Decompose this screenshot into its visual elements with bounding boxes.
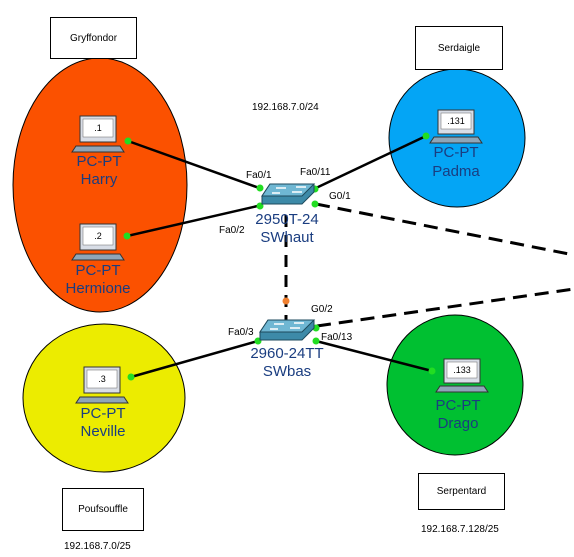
device-name-label: Padma (432, 163, 480, 180)
switch-icon[interactable] (259, 319, 316, 341)
port-label: Fa0/2 (219, 225, 245, 236)
pc-screen-label: .3 (98, 374, 106, 384)
switch-icon[interactable] (261, 183, 316, 205)
link-dot-orange (282, 297, 290, 305)
link-dot (428, 367, 436, 375)
pc-screen-label: .2 (94, 231, 102, 241)
link-swhaut-wan[interactable] (315, 202, 574, 257)
link-dot (312, 337, 320, 345)
device-name-label: Harry (81, 171, 118, 188)
switch-name-label: SWbas (263, 363, 311, 380)
port-label: Fa0/11 (300, 167, 331, 178)
link-dot (123, 232, 131, 240)
device-type-label: PC-PT (81, 405, 126, 422)
port-label: G0/2 (311, 304, 333, 315)
pc-screen-label: .133 (453, 365, 471, 375)
device-type-label: PC-PT (76, 262, 121, 279)
note-serpentard: Serpentard (418, 473, 505, 510)
port-label: Fa0/3 (228, 327, 254, 338)
zone-serpentard (386, 314, 524, 456)
pc-icon[interactable]: .3 (75, 366, 129, 404)
subnet-label: 192.168.7.0/25 (64, 541, 131, 552)
device-type-label: PC-PT (77, 153, 122, 170)
link-hermione-swhaut[interactable] (126, 203, 263, 238)
link-dot (124, 137, 132, 145)
device-name-label: Neville (80, 423, 125, 440)
note-poufsouffle: Poufsouffle (62, 488, 144, 531)
link-dot (256, 184, 264, 192)
subnet-label: 192.168.7.0/24 (252, 102, 319, 113)
device-type-label: PC-PT (434, 144, 479, 161)
link-neville-swbas[interactable] (130, 339, 259, 379)
link-padma-swhaut[interactable] (315, 134, 427, 190)
pc-icon[interactable]: .133 (435, 358, 489, 393)
link-dot (311, 200, 319, 208)
port-label: Fa0/1 (246, 170, 272, 181)
pc-icon[interactable]: .2 (71, 223, 125, 261)
switch-type-label: 2960-24TT (250, 345, 323, 362)
device-type-label: PC-PT (436, 397, 481, 414)
link-dot (127, 373, 135, 381)
port-label: Fa0/13 (321, 332, 353, 343)
pc-screen-label: .131 (447, 116, 465, 126)
switch-type-label: 2950T-24 (255, 211, 318, 228)
link-drago-swbas[interactable] (315, 339, 433, 373)
pc-icon[interactable]: .131 (429, 109, 483, 144)
note-serdaigle: Serdaigle (415, 26, 503, 70)
pc-icon[interactable]: .1 (71, 115, 125, 153)
port-label: G0/1 (329, 191, 351, 202)
link-dot (422, 132, 430, 140)
link-harry-swhaut[interactable] (127, 139, 263, 191)
subnet-label: 192.168.7.128/25 (421, 524, 499, 535)
pc-screen-label: .1 (94, 123, 102, 133)
device-name-label: Drago (438, 415, 479, 432)
note-gryffondor: Gryffondor (50, 17, 137, 59)
device-name-label: Hermione (65, 280, 130, 297)
switch-name-label: SWhaut (260, 229, 314, 246)
